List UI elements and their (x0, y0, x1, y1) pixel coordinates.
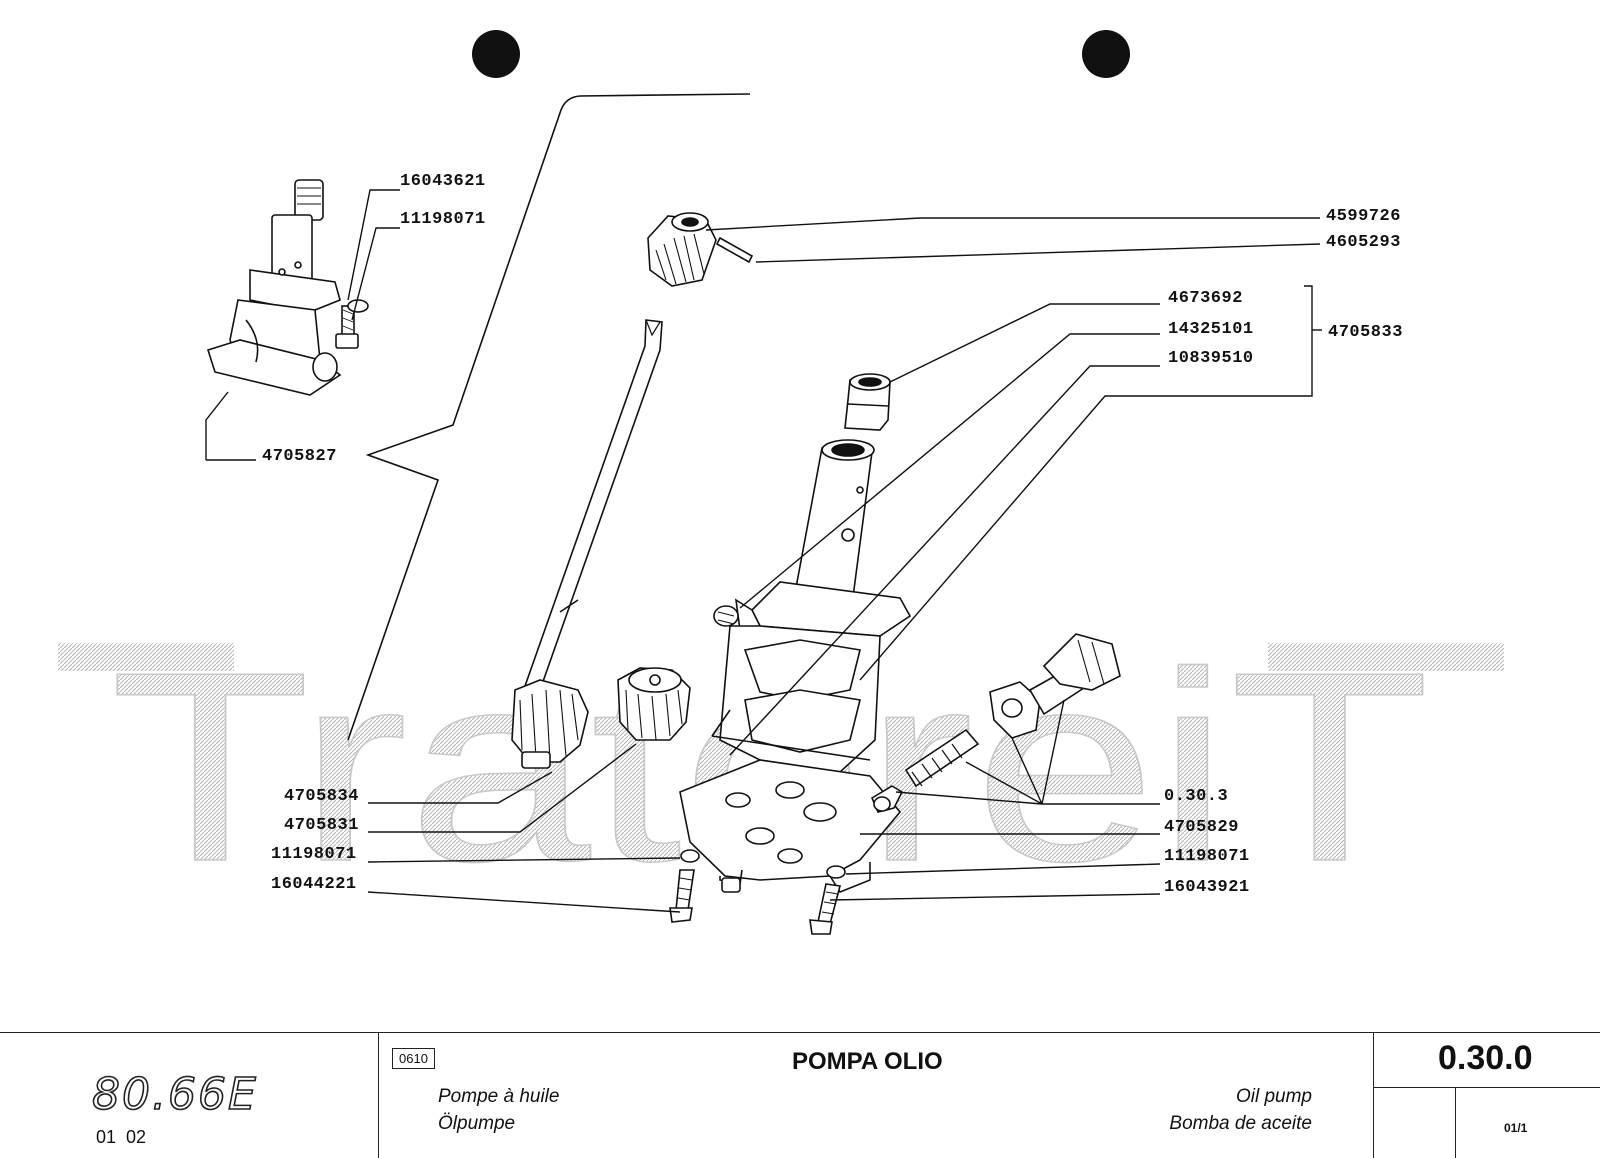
title-italian: POMPA OLIO (792, 1048, 943, 1075)
tb-divider-1 (378, 1033, 379, 1158)
driven-gear (617, 667, 691, 741)
pin (715, 236, 754, 264)
title-german: Ölpumpe (438, 1113, 516, 1134)
leader-lines (205, 189, 1322, 913)
title-spanish: Bomba de aceite (1169, 1113, 1312, 1134)
drive-shaft (511, 319, 663, 769)
label-16043921: 16043921 (1164, 878, 1250, 897)
label-4705827: 4705827 (262, 447, 337, 466)
tb-divider-2 (1373, 1033, 1374, 1158)
explode-bracket (347, 93, 751, 741)
bolt-right (809, 865, 846, 935)
label-4705831: 4705831 (284, 816, 359, 835)
label-4673692: 4673692 (1168, 289, 1243, 308)
sheet-number: 01/1 (1504, 1121, 1528, 1135)
part-labels: 16043621 11198071 4705827 4599726 460529… (262, 172, 1403, 897)
pump-body (711, 439, 912, 773)
title-english: Oil pump (1235, 1086, 1312, 1107)
label-11198071-left: 11198071 (271, 845, 357, 864)
small-pump-assembly (206, 179, 342, 396)
relief-valve (870, 633, 1121, 813)
pump-cover (679, 759, 902, 893)
label-11198071-right: 11198071 (1164, 847, 1250, 866)
title-block: 80.66E 01 02 0610 POMPA OLIO Pompe à hui… (0, 1032, 1600, 1158)
label-14325101: 14325101 (1168, 320, 1254, 339)
small-bolt (335, 299, 369, 349)
label-10839510: 10839510 (1168, 349, 1254, 368)
reference-number: 0.30.0 (1438, 1039, 1533, 1077)
label-4705833: 4705833 (1328, 323, 1403, 342)
label-16043621: 16043621 (400, 172, 486, 191)
tb-divider-3 (1455, 1087, 1456, 1158)
label-4705829: 4705829 (1164, 818, 1239, 837)
label-0303: 0.30.3 (1164, 787, 1228, 806)
binder-hole-right (1082, 30, 1130, 78)
group-code: 0610 (392, 1048, 435, 1069)
label-4705834: 4705834 (284, 787, 359, 806)
bolt-left (669, 849, 700, 923)
model-variants: 01 02 (96, 1127, 147, 1147)
tb-divider-h (1373, 1087, 1600, 1088)
label-11198071-top: 11198071 (400, 210, 486, 229)
binder-hole-left (472, 30, 520, 78)
model-number: 80.66E (91, 1068, 258, 1121)
label-4605293: 4605293 (1326, 233, 1401, 252)
bushing (844, 373, 891, 431)
drive-gear (647, 212, 717, 287)
label-4599726: 4599726 (1326, 207, 1401, 226)
title-french: Pompe à huile (438, 1086, 560, 1107)
label-16044221: 16044221 (271, 875, 357, 894)
